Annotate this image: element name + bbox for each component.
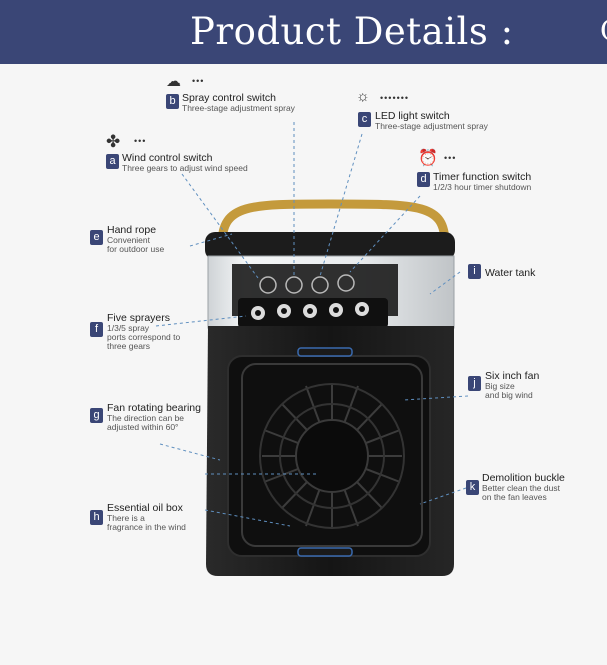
badge-g: g [90,408,103,423]
badge-i: i [468,264,481,279]
fan-hub [295,419,369,493]
label-c-desc: Three-stage adjustment spray [375,121,488,131]
label-g-title: Fan rotating bearing [107,402,201,414]
label-e-title: Hand rope [107,224,157,236]
label-b-title: Spray control switch [182,92,276,104]
label-h-desc2: fragrance in the wind [107,522,186,532]
dots-d: ••• [444,153,457,163]
fan-grille [241,363,423,547]
label-e-desc1: Convenient [107,235,151,245]
label-j-desc1: Big size [485,381,515,391]
badge-k: k [466,480,479,495]
label-f-desc1: 1/3/5 spray [107,323,150,333]
header-edge-glyph: C [600,14,607,47]
label-i-title: Water tank [485,267,536,279]
dots-b: ••• [192,76,205,86]
label-k-title: Demolition buckle [482,472,565,484]
product-stage: ✤ ••• ☁ ••• ☼ ••••••• ⏰ ••• a Wind contr… [0,64,607,665]
label-k-desc1: Better clean the dust [482,483,560,493]
air-cooler-illustration [155,122,469,576]
control-buttons [259,274,355,294]
sprayer-nozzles [251,302,369,320]
bulb-icon: ☼ [356,88,370,105]
label-a-title: Wind control switch [122,152,213,164]
dots-c: ••••••• [380,93,410,103]
label-j-title: Six inch fan [485,370,540,382]
label-c-title: LED light switch [375,110,450,122]
clock-icon: ⏰ [418,150,438,167]
badge-b: b [166,94,179,109]
dots-a: ••• [134,136,147,146]
label-f-desc2: ports correspond to [107,332,181,342]
label-f-desc3: three gears [107,341,150,351]
label-h-desc1: There is a [107,513,145,523]
label-f-title: Five sprayers [107,312,171,324]
top-lid [205,232,455,260]
label-b-desc: Three-stage adjustment spray [182,103,295,113]
label-d-title: Timer function switch [433,171,532,183]
label-k-desc2: on the fan leaves [482,492,547,502]
leader-lines [155,122,469,527]
badge-c: c [358,112,371,127]
badge-d: d [417,172,430,187]
badge-e: e [90,230,103,245]
label-g-desc1: The direction can be [107,413,185,423]
badge-h: h [90,510,103,525]
badge-j: j [468,376,481,391]
handle [217,199,450,249]
label-a-desc: Three gears to adjust wind speed [122,163,248,173]
label-j-desc2: and big wind [485,390,533,400]
badge-f: f [90,322,103,337]
spray-icon: ☁ [166,73,181,90]
header-banner: Product Details : C [0,0,607,64]
fan-icon: ✤ [106,132,121,151]
label-d-desc: 1/2/3 hour timer shutdown [433,182,532,192]
badge-a: a [106,154,119,169]
page-title: Product Details : [190,10,514,53]
label-h-title: Essential oil box [107,502,183,514]
label-g-desc2: adjusted within 60° [107,422,179,432]
label-e-desc2: for outdoor use [107,244,165,254]
